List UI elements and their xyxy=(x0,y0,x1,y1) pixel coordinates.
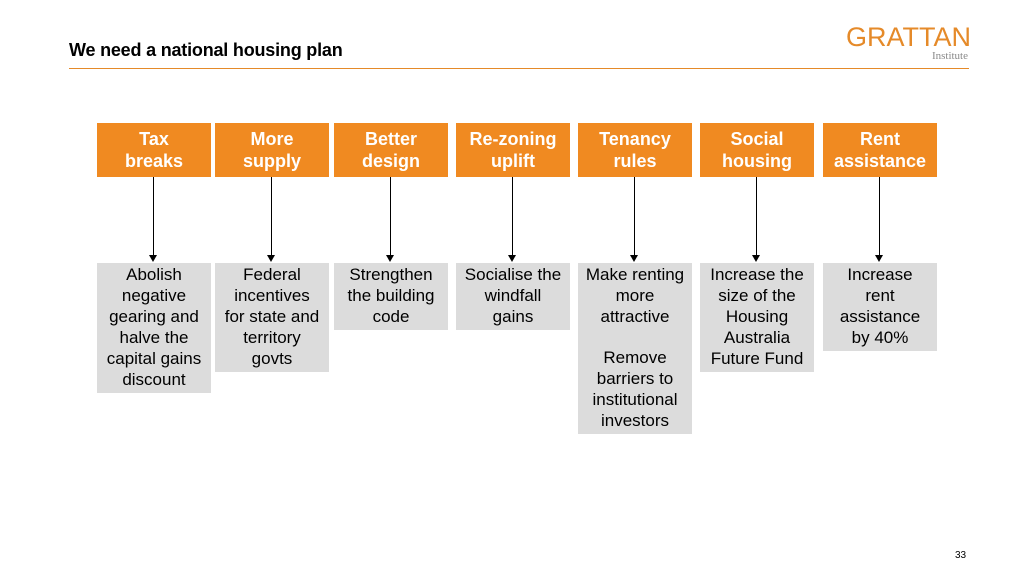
body-line: Strengthen xyxy=(349,265,433,284)
column-body: Make renting more attractive Remove barr… xyxy=(578,263,692,434)
column-header: Tenancy rules xyxy=(578,123,692,177)
body-line: halve the xyxy=(119,328,189,347)
body-line: by 40% xyxy=(851,328,909,347)
column-header: Social housing xyxy=(700,123,814,177)
body-line: barriers to xyxy=(596,369,674,388)
title-underline xyxy=(69,68,969,69)
arrowhead-down-icon xyxy=(149,255,157,262)
header-line: Tax xyxy=(139,129,169,149)
body-line: incentives xyxy=(234,286,310,305)
body-line: code xyxy=(372,307,410,326)
connector-line xyxy=(512,177,513,257)
header-line: assistance xyxy=(833,151,927,171)
header-line: breaks xyxy=(124,151,184,171)
arrowhead-down-icon xyxy=(267,255,275,262)
body-line: negative xyxy=(121,286,187,305)
header-line: Social xyxy=(730,129,784,149)
body-line: Socialise the xyxy=(464,265,562,284)
body-line: investors xyxy=(600,411,670,430)
column-header: Tax breaks xyxy=(97,123,211,177)
body-line: Remove xyxy=(603,348,667,367)
column-body: Socialise the windfall gains xyxy=(456,263,570,330)
connector-line xyxy=(634,177,635,257)
logo-wordmark: GRATTAN xyxy=(846,22,971,52)
connector-line xyxy=(390,177,391,257)
header-line: Re-zoning xyxy=(469,129,557,149)
body-line: the building xyxy=(347,286,435,305)
body-line: Increase the xyxy=(710,265,804,284)
column-body: Federal incentives for state and territo… xyxy=(215,263,329,372)
arrowhead-down-icon xyxy=(875,255,883,262)
body-line: capital gains xyxy=(106,349,202,368)
grattan-logo: GRATTAN Institute xyxy=(846,22,971,66)
body-line: institutional xyxy=(592,390,678,409)
body-line: gains xyxy=(492,307,534,326)
header-line: design xyxy=(361,151,420,171)
header-line: Better xyxy=(364,129,417,149)
body-line: govts xyxy=(251,349,293,368)
body-line: Make renting xyxy=(585,265,685,284)
connector-line xyxy=(756,177,757,257)
arrowhead-down-icon xyxy=(386,255,394,262)
body-line: windfall xyxy=(484,286,542,305)
header-line: Tenancy xyxy=(599,129,671,149)
arrowhead-down-icon xyxy=(630,255,638,262)
connector-line xyxy=(879,177,880,257)
body-line: more xyxy=(615,286,655,305)
header-line: More xyxy=(250,129,294,149)
column-body: Abolish negative gearing and halve the c… xyxy=(97,263,211,393)
column-body: Strengthen the building code xyxy=(334,263,448,330)
body-line: gearing and xyxy=(109,307,199,326)
header-line: Rent xyxy=(860,129,900,149)
slide-title: We need a national housing plan xyxy=(69,40,343,60)
body-line: assistance xyxy=(839,307,921,326)
body-line: territory xyxy=(243,328,301,347)
column-body: Increase the size of the Housing Austral… xyxy=(700,263,814,372)
body-line: Federal xyxy=(243,265,301,284)
paragraph-gap xyxy=(578,327,692,347)
column-header: More supply xyxy=(215,123,329,177)
connector-line xyxy=(153,177,154,257)
body-line: Housing xyxy=(725,307,789,326)
logo-subtitle: Institute xyxy=(931,50,968,62)
header-line: uplift xyxy=(491,151,535,171)
body-line: Australia xyxy=(723,328,791,347)
page-number: 33 xyxy=(955,550,967,561)
arrowhead-down-icon xyxy=(508,255,516,262)
body-line: Abolish xyxy=(126,265,182,284)
header-line: housing xyxy=(722,151,792,171)
header-line: rules xyxy=(613,151,657,171)
column-body: Increase rent assistance by 40% xyxy=(823,263,937,351)
body-line: Increase xyxy=(847,265,913,284)
arrowhead-down-icon xyxy=(752,255,760,262)
body-line: for state and xyxy=(224,307,320,326)
body-line: Future Fund xyxy=(710,349,804,368)
body-line: rent xyxy=(865,286,895,305)
header-line: supply xyxy=(242,151,301,171)
column-header: Rent assistance xyxy=(823,123,937,177)
column-header: Re-zoning uplift xyxy=(456,123,570,177)
body-line: attractive xyxy=(600,307,670,326)
column-header: Better design xyxy=(334,123,448,177)
body-line: size of the xyxy=(718,286,796,305)
connector-line xyxy=(271,177,272,257)
body-line: discount xyxy=(122,370,186,389)
